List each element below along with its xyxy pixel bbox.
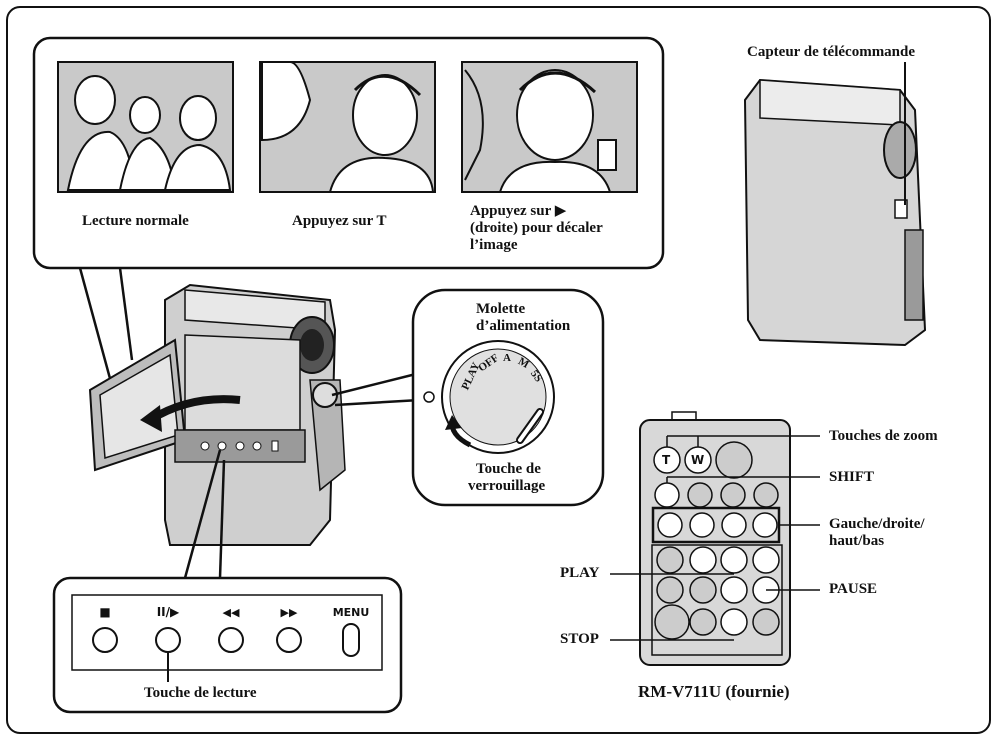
dial-lock-2: verrouillage [468, 478, 545, 495]
caption-normal-playback: Lecture normale [82, 213, 189, 230]
dial-label-a: A [503, 350, 511, 367]
caption-press-right-2: (droite) pour décaler [470, 220, 603, 237]
playback-button-caption: Touche de lecture [144, 685, 257, 702]
caption-press-right-3: l’image [470, 237, 517, 254]
ff-symbol: ▶▶ [274, 604, 304, 621]
menu-symbol: MENU [331, 604, 371, 621]
remote-control [610, 412, 820, 665]
sensor-label: Capteur de télécommande [747, 44, 915, 61]
callout-zoom: Touches de zoom [829, 428, 938, 445]
scene-shifted-image [462, 62, 637, 192]
callout-stop: STOP [560, 631, 599, 648]
dial-lock-1: Touche de [476, 461, 541, 478]
callout-nav-1: Gauche/droite/ [829, 516, 925, 533]
zoom-w-key: W [691, 452, 704, 469]
scene-normal-image [58, 62, 233, 192]
caption-press-t: Appuyez sur T [292, 213, 386, 230]
callout-pause: PAUSE [829, 581, 877, 598]
camcorder-side-view [745, 62, 925, 345]
dial-title-2: d’alimentation [476, 318, 570, 335]
remote-model: RM-V711U (fournie) [638, 683, 790, 700]
callout-nav-2: haut/bas [829, 533, 884, 550]
callout-play: PLAY [560, 565, 599, 582]
caption-press-right-1: Appuyez sur ▶ [470, 203, 566, 220]
dial-title-1: Molette [476, 301, 525, 318]
zoom-t-key: T [662, 452, 670, 469]
stop-symbol: ■ [95, 604, 115, 621]
callout-shift: SHIFT [829, 469, 874, 486]
play-pause-symbol: II/▶ [150, 604, 186, 621]
scene-zoomed-image [260, 62, 435, 192]
rewind-symbol: ◀◀ [216, 604, 246, 621]
